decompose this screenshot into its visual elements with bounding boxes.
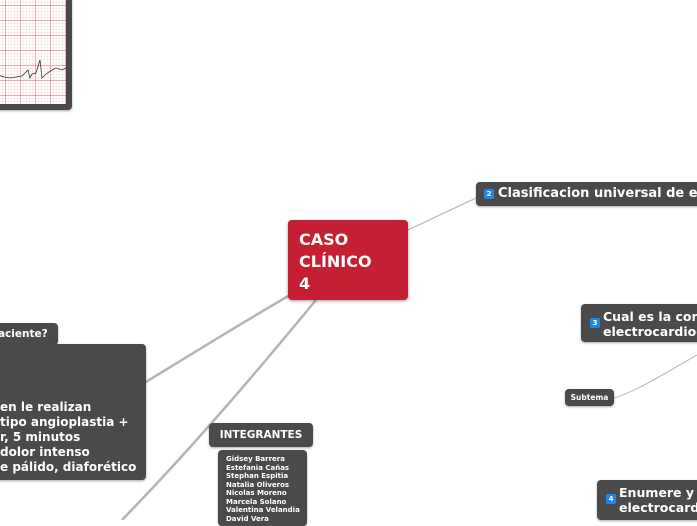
central-title-line-1: CASO xyxy=(299,230,349,249)
topic-node-2[interactable]: 2 Clasificacion universal de e xyxy=(476,182,697,206)
ecg-image-node[interactable] xyxy=(0,0,72,110)
case-line-5: e pálido, diaforético xyxy=(0,460,137,474)
topic-number-badge: 3 xyxy=(590,318,600,328)
central-title-line-2: CLÍNICO xyxy=(299,252,372,271)
question-text: aciente? xyxy=(0,328,48,340)
member-name: Marcela Solano xyxy=(226,497,287,506)
connector-topic2 xyxy=(407,197,477,231)
subtopic-node[interactable]: Subtema xyxy=(565,389,614,406)
question-node[interactable]: aciente? xyxy=(0,323,58,345)
subtopic-label: Subtema xyxy=(570,393,609,402)
case-line-4: dolor intenso xyxy=(0,445,90,459)
member-name: Stephan Espitia xyxy=(226,472,289,480)
topic-title-line-1: Enumere y xyxy=(619,485,694,500)
central-topic-node[interactable]: CASO CLÍNICO 4 xyxy=(288,220,408,300)
topic-title: Clasificacion universal de e xyxy=(498,186,697,201)
member-name: Estefania Cañas xyxy=(226,463,290,472)
members-list-node[interactable]: Gidsey Barrera Estefania Cañas Stephan E… xyxy=(218,450,307,526)
connector-lower-left xyxy=(121,299,317,520)
topic-node-4[interactable]: 4 Enumere y electrocard xyxy=(597,480,697,520)
topic-title-line-2: electrocardiog xyxy=(603,324,697,339)
topic-title-line-1: Cual es la corr xyxy=(603,309,697,324)
topic-node-3[interactable]: 3 Cual es la corr electrocardiog xyxy=(581,304,697,342)
member-name: Natalia Oliveros xyxy=(226,480,290,489)
member-name: Gidsey Barrera xyxy=(226,455,285,463)
case-line-2: tipo angioplastia + xyxy=(0,415,129,429)
member-name: Valentina Velandia xyxy=(226,506,300,514)
case-line-3: r, 5 minutos xyxy=(0,430,81,444)
member-name: Nicolas Moreno xyxy=(226,489,287,497)
member-name: David Vera xyxy=(226,514,269,523)
case-line-1: en le realizan xyxy=(0,400,92,414)
connector-left-case xyxy=(145,293,291,384)
topic-number-badge: 4 xyxy=(606,494,616,504)
topic-number-badge: 2 xyxy=(484,188,494,199)
ecg-strip-image xyxy=(0,0,66,104)
central-title-line-3: 4 xyxy=(299,274,311,293)
topic-title-line-2: electrocard xyxy=(619,500,697,515)
integrantes-node[interactable]: INTEGRANTES xyxy=(209,423,313,447)
integrantes-title: INTEGRANTES xyxy=(219,429,303,441)
connector-subtema xyxy=(613,354,697,399)
case-description-node[interactable]: en le realizan tipo angioplastia + r, 5 … xyxy=(0,344,146,480)
